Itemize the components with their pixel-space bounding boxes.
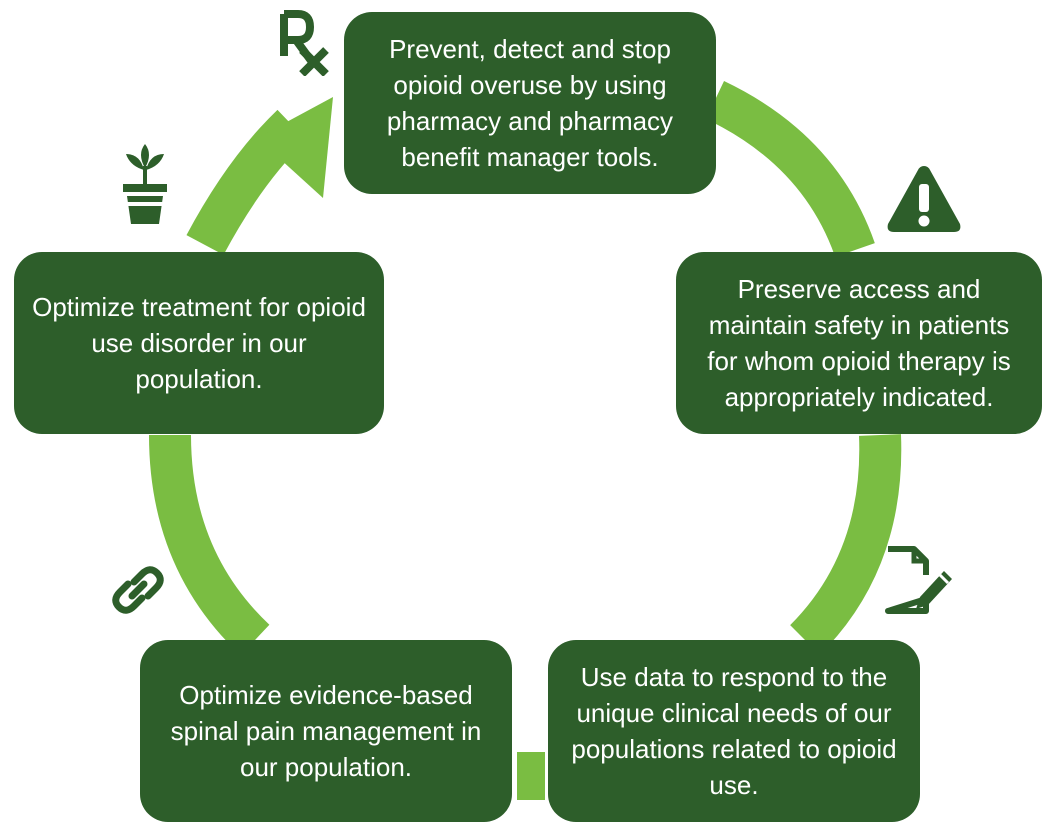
step-box-1: Prevent, detect and stop opioid overuse … [344, 12, 716, 194]
step-box-5: Optimize treatment for opioid use disord… [14, 252, 384, 434]
plant-icon [123, 144, 167, 224]
link-icon [112, 566, 164, 614]
warning-icon [887, 166, 961, 232]
arrowhead [257, 97, 333, 198]
step-box-3: Use data to respond to the unique clinic… [548, 640, 920, 822]
step-box-2: Preserve access and maintain safety in p… [676, 252, 1042, 434]
connector-3-to-4 [517, 752, 545, 800]
arc-1-to-2 [705, 81, 875, 258]
document-edit-icon [885, 546, 952, 614]
arc-2-to-3 [789, 434, 902, 655]
rx-icon [280, 10, 329, 76]
step-box-4: Optimize evidence-based spinal pain mana… [140, 640, 512, 822]
arc-4-to-5 [149, 434, 270, 656]
